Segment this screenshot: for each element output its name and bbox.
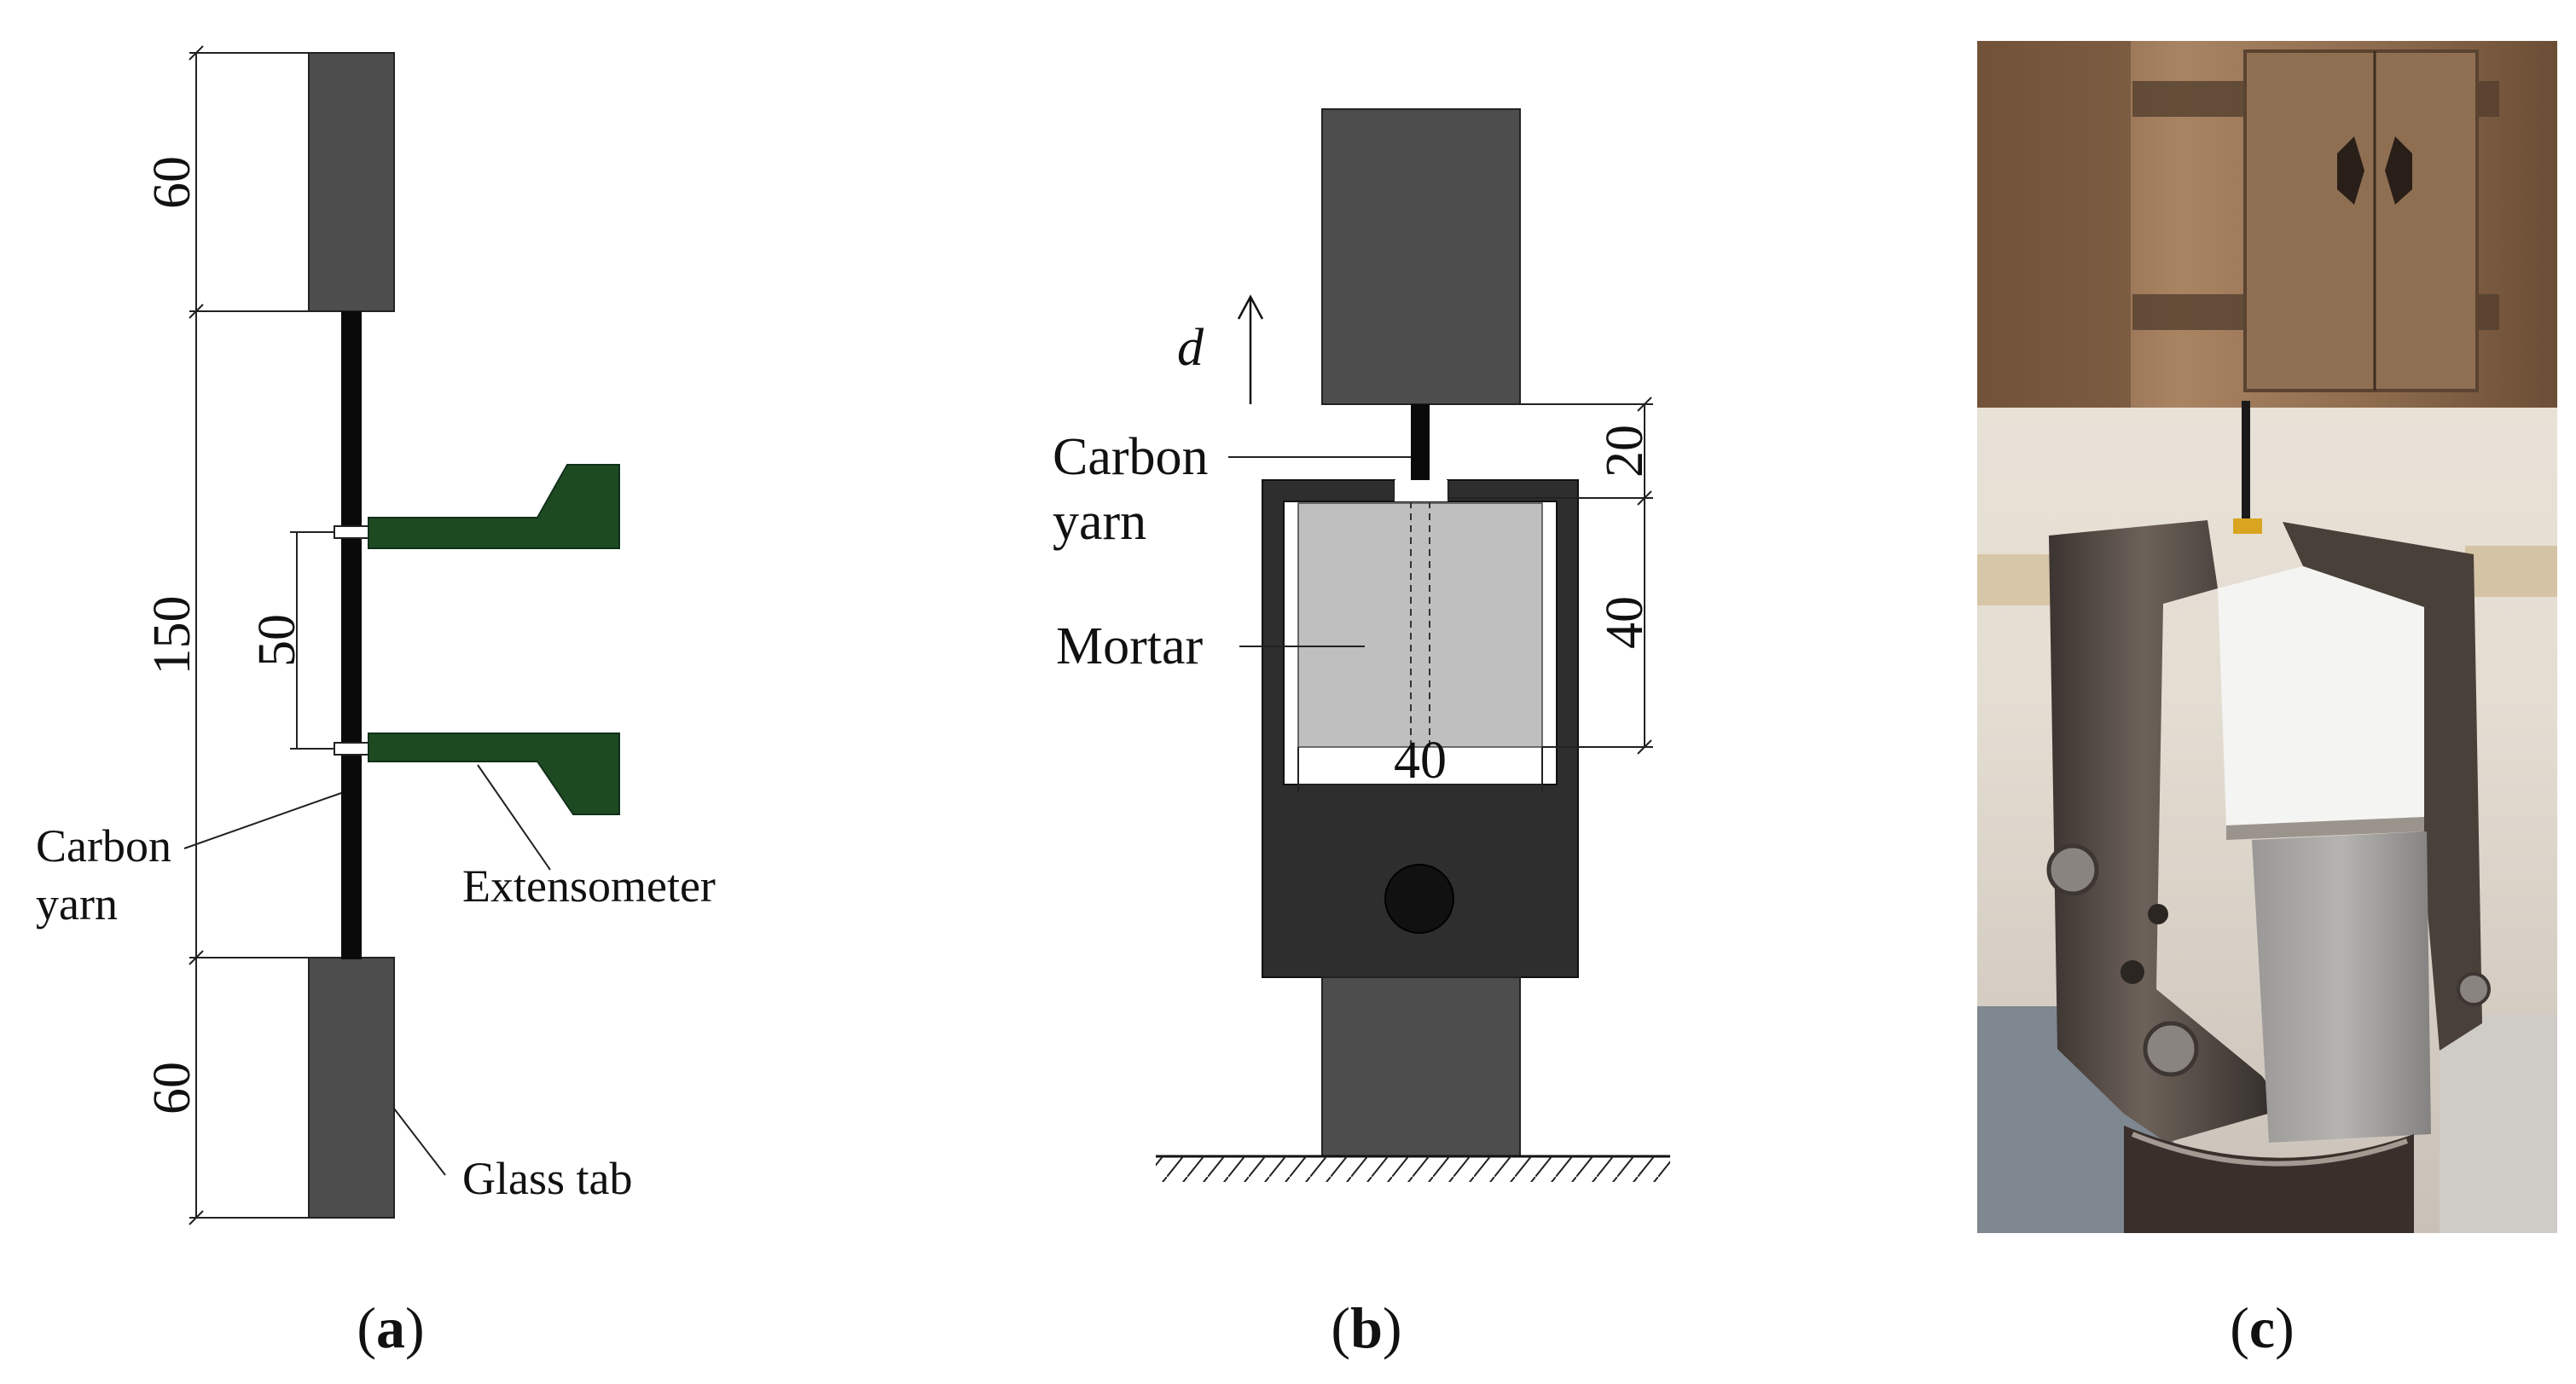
mortar-block bbox=[1297, 502, 1543, 748]
label-glass-tab: Glass tab bbox=[462, 1153, 632, 1204]
leader-carbon-yarn bbox=[183, 792, 342, 849]
label-carbon-yarn-line2: yarn bbox=[36, 878, 118, 929]
leader-glass-tab bbox=[393, 1108, 446, 1176]
ground-hatching bbox=[1156, 1156, 1670, 1182]
dimension-label-bottom-tab: 60 bbox=[143, 1062, 201, 1115]
dimension-slash-marks bbox=[1637, 397, 1652, 755]
caption-b: (b) bbox=[1331, 1295, 1401, 1360]
leader-extensometer bbox=[477, 764, 551, 871]
extensometer-clip-top bbox=[334, 525, 369, 539]
photo-holder-right-plate bbox=[2283, 522, 2482, 1051]
panel-c-photo: (c) bbox=[1977, 41, 2557, 1360]
photo-bolt bbox=[2046, 843, 2099, 896]
photo-yarn-clamp bbox=[2233, 518, 2262, 534]
displacement-arrow-head bbox=[1237, 294, 1264, 320]
dimension-label-width: 40 bbox=[1394, 732, 1447, 790]
label-displacement-d: d bbox=[1177, 319, 1204, 377]
label-carbon-yarn-line1: Carbon bbox=[1053, 428, 1209, 486]
panel-b: d 20 40 40 Carbon yarn bbox=[1053, 108, 1670, 1360]
dimension-label-top-tab: 60 bbox=[143, 156, 201, 209]
dimension-label-middle: 150 bbox=[143, 596, 201, 675]
photo-mortar-block bbox=[2218, 566, 2424, 825]
photo-cylinder-rim bbox=[2131, 1132, 2408, 1167]
pin-hole bbox=[1384, 864, 1454, 934]
label-extensometer: Extensometer bbox=[462, 860, 716, 912]
photo-carbon-yarn bbox=[2242, 401, 2250, 529]
upper-grip-left-body bbox=[1977, 41, 2131, 408]
glass-tab-top bbox=[308, 52, 395, 312]
photo-background-box bbox=[2440, 1015, 2557, 1233]
photo-hole bbox=[2148, 904, 2168, 924]
panel-a: 60 150 50 60 Carbon yarn Extensometer Gl… bbox=[36, 45, 716, 1360]
caption-a: (a) bbox=[357, 1295, 424, 1360]
glass-tab-bottom bbox=[308, 957, 395, 1219]
carbon-yarn-free-length bbox=[1411, 404, 1430, 498]
carbon-yarn bbox=[341, 311, 362, 959]
photo-bolt bbox=[2457, 972, 2491, 1006]
dimension-label-gauge: 50 bbox=[248, 614, 306, 667]
extensometer-arm-top bbox=[368, 464, 620, 549]
label-carbon-yarn-line2: yarn bbox=[1053, 493, 1146, 551]
photo-holder-left-plate bbox=[2049, 520, 2286, 1143]
grip-face bbox=[2243, 49, 2479, 392]
extensometer-arm-bottom bbox=[368, 733, 620, 815]
photo-bolt bbox=[2143, 1021, 2199, 1077]
grip-notch-left bbox=[2337, 136, 2364, 205]
photo-mortar-shadow bbox=[2226, 817, 2424, 840]
bottom-grip bbox=[1321, 976, 1521, 1157]
extensometer-clip-bottom bbox=[334, 742, 369, 756]
grip-notch-right bbox=[2385, 136, 2412, 205]
dimension-label-side: 40 bbox=[1596, 596, 1654, 649]
dimension-label-top: 20 bbox=[1596, 425, 1654, 478]
photo-hole bbox=[2121, 960, 2144, 984]
label-mortar: Mortar bbox=[1056, 617, 1204, 675]
holder-slot bbox=[1395, 480, 1448, 501]
dimension-slash-marks bbox=[189, 45, 204, 1225]
top-grip bbox=[1321, 108, 1521, 405]
caption-c: (c) bbox=[2230, 1295, 2295, 1360]
photo-steel-block bbox=[2252, 831, 2431, 1143]
label-carbon-yarn-line1: Carbon bbox=[36, 820, 171, 872]
photo-background-shelf bbox=[2465, 546, 2557, 597]
